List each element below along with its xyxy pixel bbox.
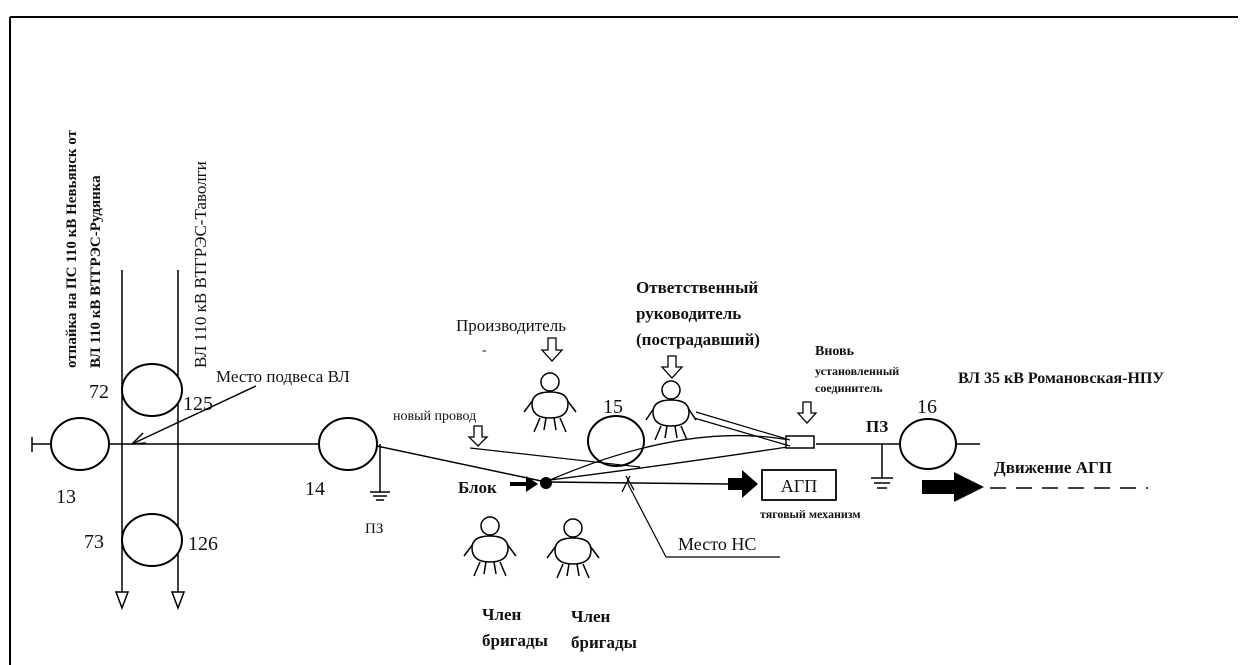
vl110-arrow-right bbox=[170, 591, 186, 611]
label-responsible-3: (пострадавший) bbox=[636, 330, 760, 349]
vertical-label-left-line2: ВЛ 110 кВ ВТГРЭС-Рудянка bbox=[88, 175, 104, 368]
label-traction-mechanism: тяговый механизм bbox=[760, 507, 861, 521]
support-number-15: 15 bbox=[603, 396, 623, 418]
agp-movement-arrow-icon bbox=[922, 472, 984, 502]
support-73-126 bbox=[121, 513, 183, 567]
vertical-label-left-line1: отпайка на ПС 110 кВ Невьянск от bbox=[64, 129, 80, 368]
accident-place-mark bbox=[621, 475, 635, 493]
wire-14-to-block bbox=[376, 445, 547, 483]
block-pulley bbox=[540, 477, 552, 489]
producer-arrow-icon bbox=[540, 337, 564, 362]
responsible-arrow-icon bbox=[660, 355, 684, 379]
label-connector-1: Вновь bbox=[815, 344, 855, 359]
producer-figure-icon bbox=[523, 372, 577, 433]
label-agp-movement: Движение АГП bbox=[994, 458, 1112, 477]
support-13 bbox=[50, 417, 110, 471]
label-responsible-1: Ответственный bbox=[636, 278, 758, 297]
support-number-14: 14 bbox=[305, 478, 325, 500]
new-wire-arrow-icon bbox=[467, 425, 489, 447]
support-number-126: 126 bbox=[188, 533, 218, 555]
label-producer: Производитель bbox=[456, 316, 566, 335]
new-wire bbox=[469, 447, 641, 468]
label-pz-right: ПЗ bbox=[866, 417, 888, 436]
label-member2-2: бригады bbox=[571, 633, 637, 652]
label-block: Блок bbox=[458, 478, 497, 497]
accident-place-pointer bbox=[627, 483, 667, 558]
crossing-place-pointer bbox=[131, 385, 257, 445]
label-accident-place: Место НС bbox=[678, 534, 756, 554]
wire-block-to-agp bbox=[547, 481, 729, 485]
vl110-arrow-left bbox=[114, 591, 130, 611]
label-pz-left: ПЗ bbox=[365, 521, 383, 537]
support-15 bbox=[587, 415, 645, 467]
label-connector-3: соединитель bbox=[815, 381, 883, 395]
wire-block-to-connector-upper bbox=[549, 434, 795, 481]
label-new-wire: новый провод bbox=[393, 409, 476, 424]
crossing-place-arrowhead bbox=[131, 432, 147, 445]
team-member-2-figure-icon bbox=[546, 518, 600, 579]
label-producer-dash: - bbox=[482, 343, 487, 358]
support-number-16: 16 bbox=[917, 396, 937, 418]
label-member2-1: Член bbox=[571, 607, 611, 626]
agp-pull-arrow-icon bbox=[728, 470, 758, 498]
support-number-13: 13 bbox=[56, 486, 76, 508]
vertical-label-right: ВЛ 110 кВ ВТГРЭС-Таволги bbox=[191, 161, 210, 368]
support-14 bbox=[318, 417, 378, 471]
support-72-125 bbox=[121, 363, 183, 417]
label-connector-2: установленный bbox=[815, 364, 899, 378]
label-responsible-2: руководитель bbox=[636, 304, 741, 323]
support-16 bbox=[899, 418, 957, 470]
responsible-hand-lines bbox=[693, 411, 791, 447]
new-connector bbox=[785, 435, 815, 449]
responsible-figure-icon bbox=[645, 380, 697, 441]
label-member1-1: Член bbox=[482, 605, 522, 624]
block-arrow-icon bbox=[510, 476, 538, 492]
team-member-1-figure-icon bbox=[463, 516, 517, 577]
support-number-125: 125 bbox=[183, 393, 213, 415]
connector-arrow-icon bbox=[796, 401, 818, 424]
support-number-72: 72 bbox=[89, 381, 109, 403]
wire-block-to-connector-lower bbox=[549, 445, 795, 481]
label-vl35: ВЛ 35 кВ Романовская-НПУ bbox=[958, 370, 1164, 387]
support-number-73: 73 bbox=[84, 531, 104, 553]
label-crossing-place: Место подвеса ВЛ bbox=[216, 367, 350, 386]
label-agp: АГП bbox=[781, 476, 817, 496]
agp-box bbox=[761, 469, 837, 501]
label-member1-2: бригады bbox=[482, 631, 548, 650]
